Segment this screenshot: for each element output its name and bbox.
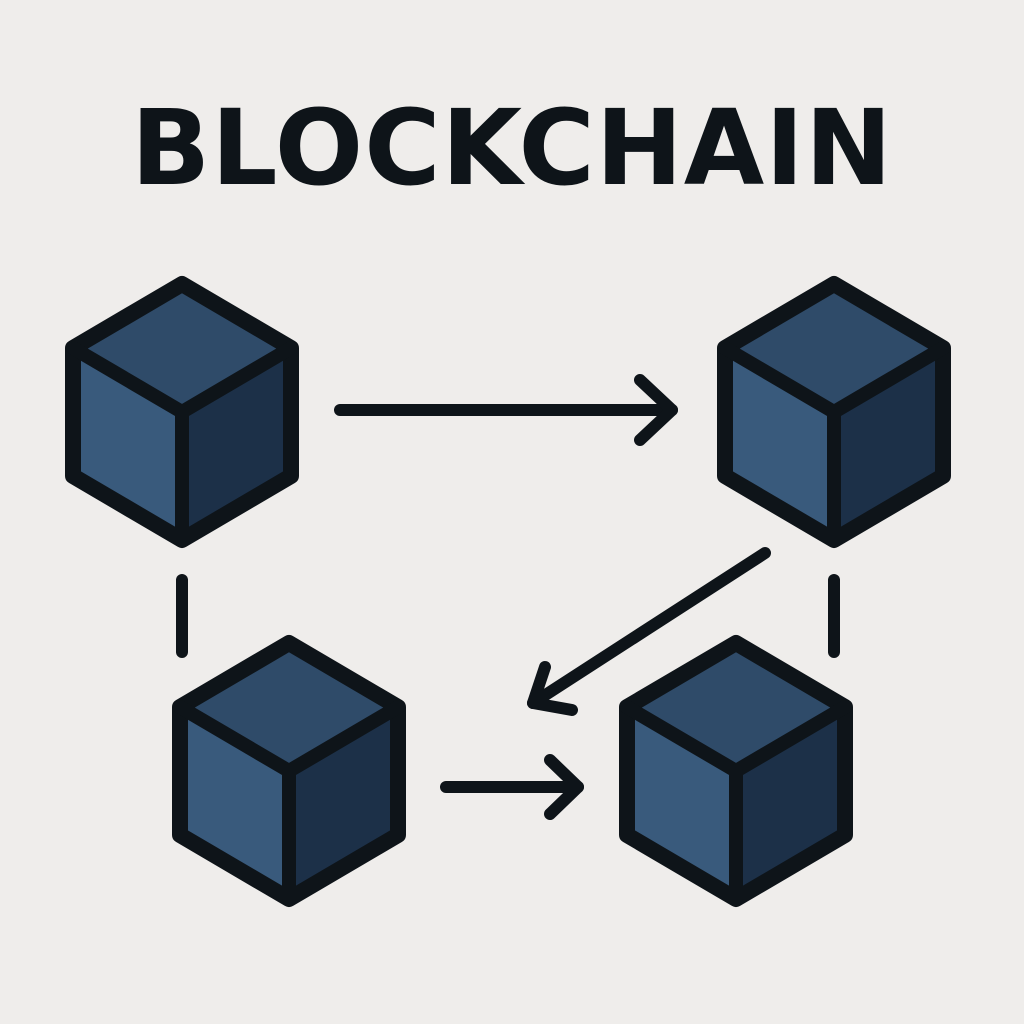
block-bottom-left-cube-icon (180, 643, 398, 899)
arrow-top-left-to-top-right (334, 374, 678, 446)
diagram-title: BLOCKCHAIN (130, 87, 894, 209)
block-bottom-right-cube-icon (627, 643, 845, 899)
arrow-bottom-left-to-bottom-right (440, 754, 584, 820)
block-top-left-cube-icon (73, 284, 291, 540)
block-top-right-cube-icon (725, 284, 943, 540)
arrow-top-right-to-bottom (527, 547, 771, 716)
